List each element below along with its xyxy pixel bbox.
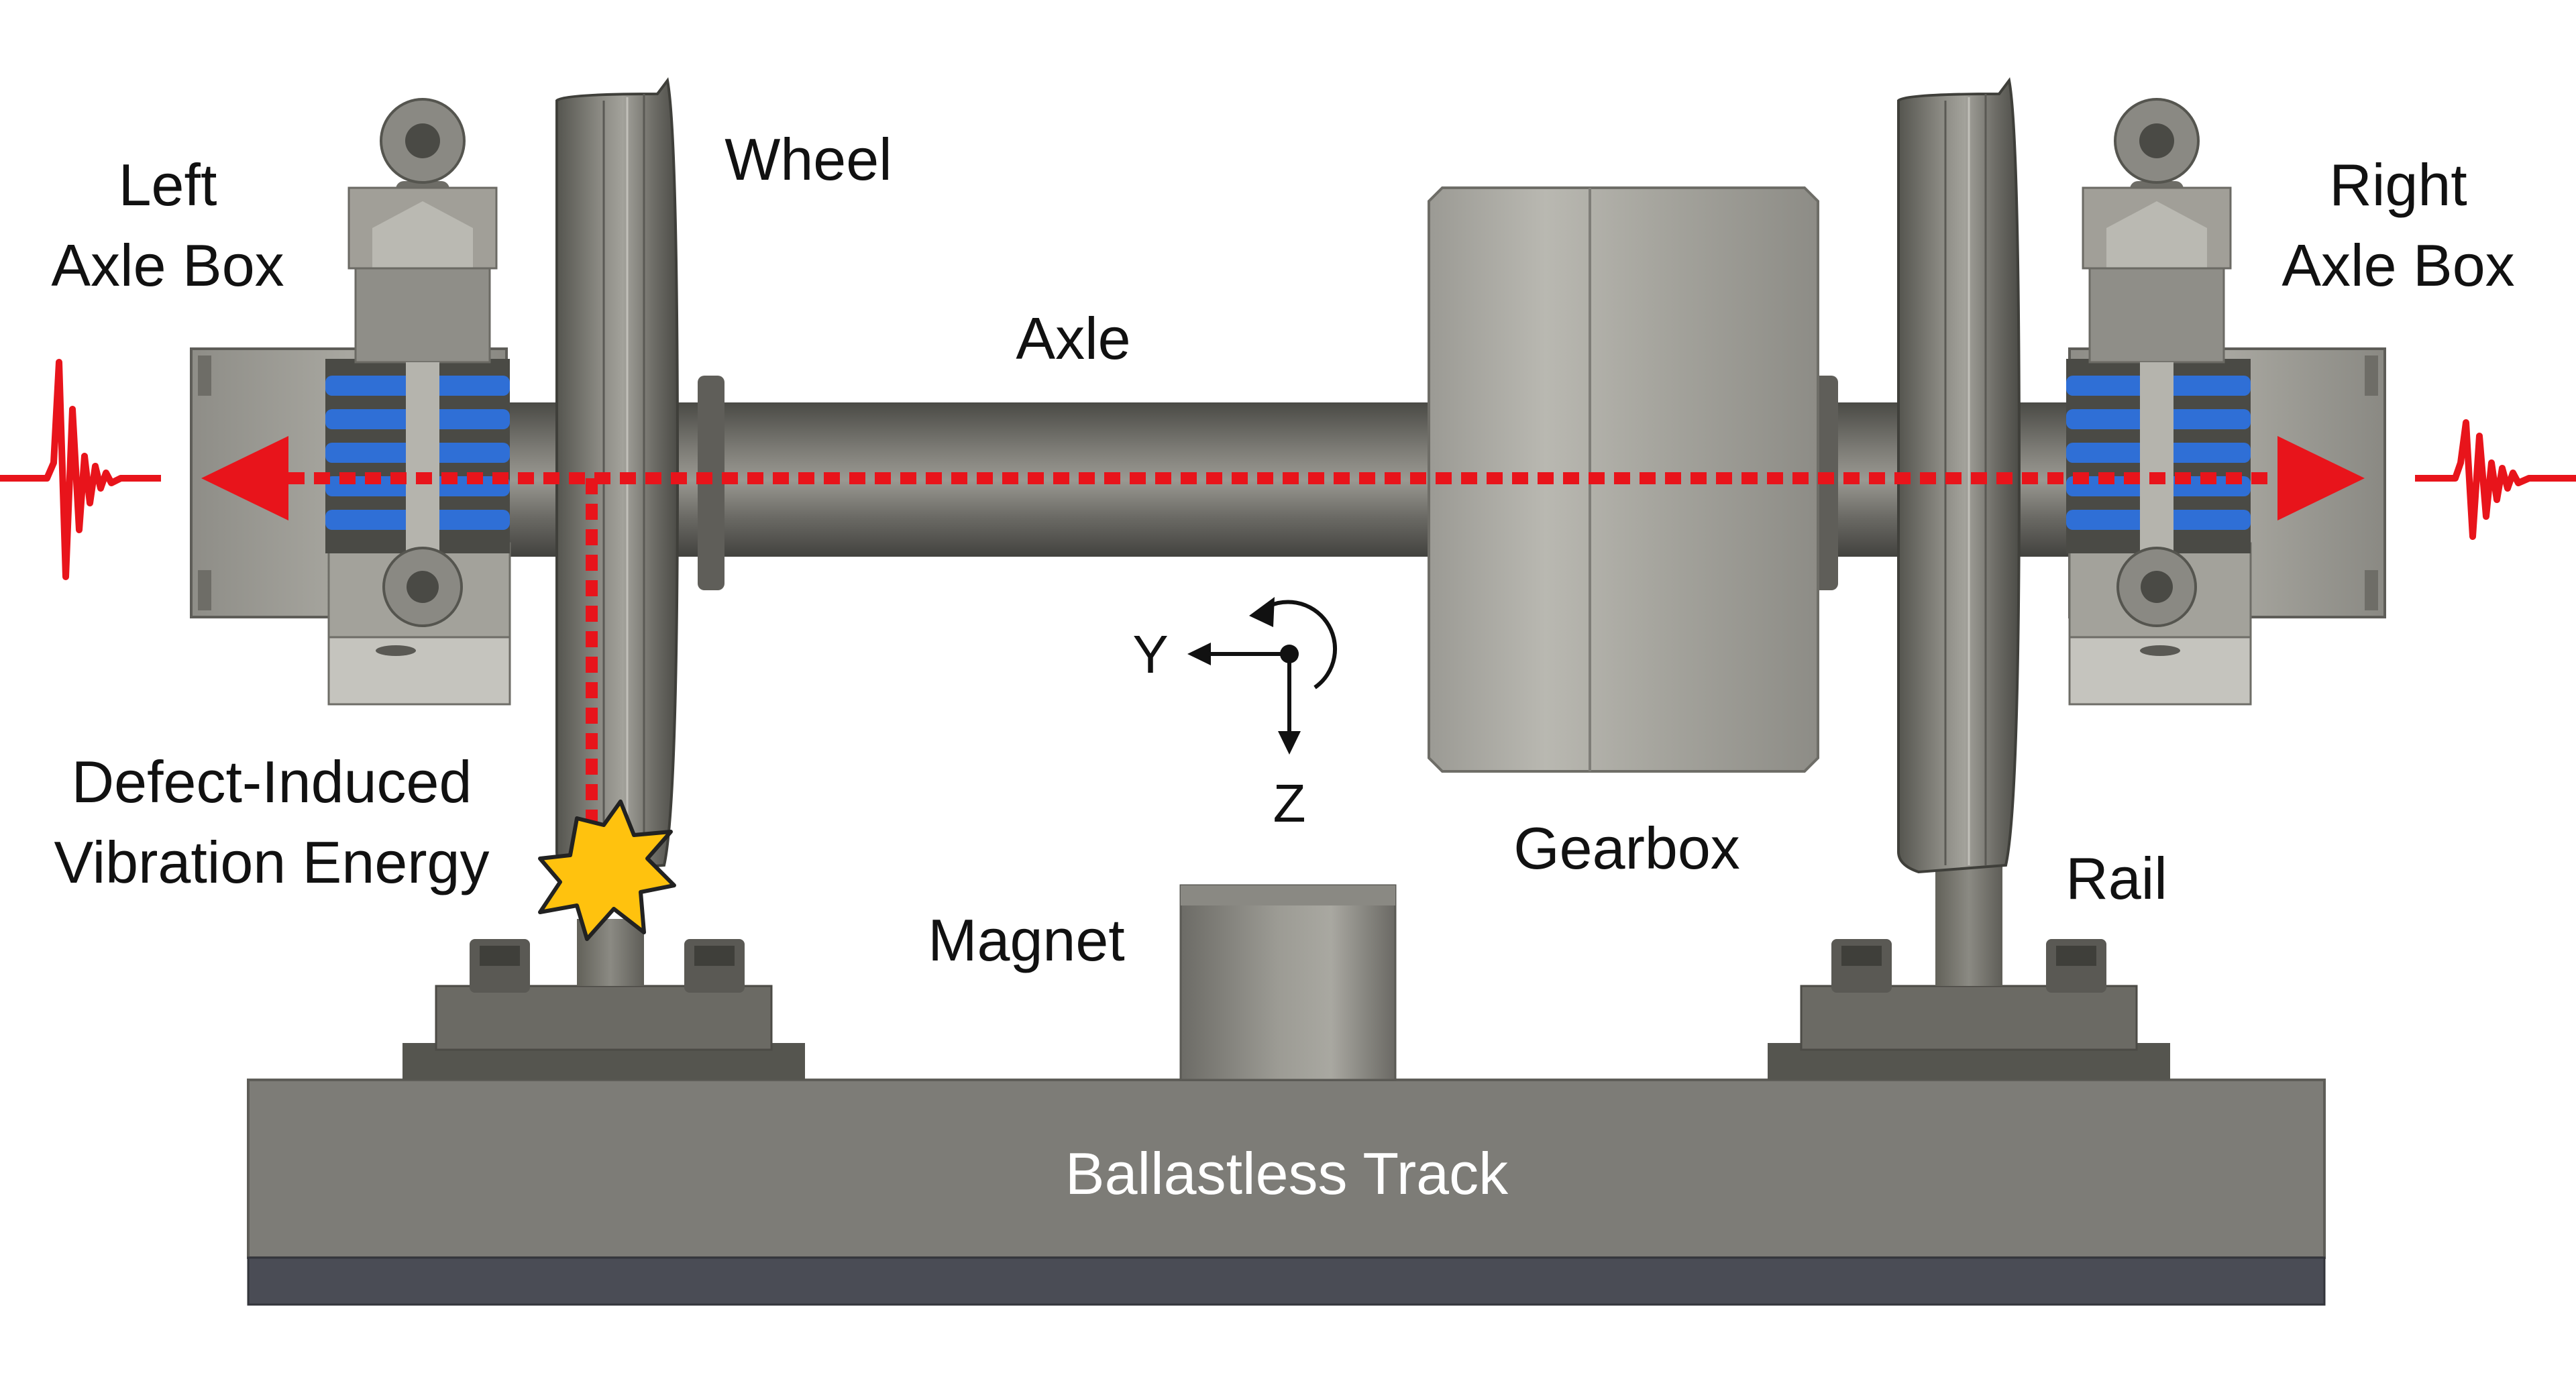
- label-gearbox: Gearbox: [1513, 815, 1740, 881]
- label-axle: Axle: [1016, 305, 1130, 372]
- z-axis-arrow-icon: [1278, 731, 1301, 755]
- z-axis-label: Z: [1273, 773, 1306, 833]
- impact-star-icon: [538, 800, 676, 941]
- label-defect-line2: Vibration Energy: [54, 829, 490, 895]
- coordinate-system: Y Z: [1132, 597, 1338, 833]
- left-axle-box: [190, 98, 511, 706]
- right-rail-fastener: [1768, 855, 2170, 1080]
- right-damper: [2082, 98, 2232, 627]
- energy-arrow-left-icon: [201, 436, 288, 520]
- label-left-axle-box-line1: Left: [119, 152, 217, 218]
- label-right-axle-box-line2: Axle Box: [2282, 232, 2514, 298]
- y-axis-label: Y: [1132, 624, 1168, 684]
- right-axle-box: [2066, 98, 2386, 706]
- rotation-arrow-icon: [1260, 600, 1338, 690]
- label-left-axle-box-line2: Axle Box: [51, 232, 284, 298]
- y-axis-arrow-icon: [1187, 643, 1211, 665]
- label-rail: Rail: [2065, 845, 2167, 912]
- label-magnet: Magnet: [928, 907, 1125, 973]
- left-rail-fastener: [402, 919, 805, 1080]
- energy-arrow-right-icon: [2277, 436, 2365, 520]
- label-track: Ballastless Track: [1065, 1140, 1509, 1207]
- vibration-waveform-left-icon: [0, 359, 161, 580]
- magnet: [1179, 884, 1397, 1081]
- label-right-axle-box-line1: Right: [2329, 152, 2467, 218]
- vibration-waveform-right-icon: [2415, 419, 2576, 540]
- label-wheel: Wheel: [724, 126, 892, 193]
- left-damper: [347, 98, 498, 627]
- ballastless-track: [247, 1079, 2326, 1306]
- energy-path: [201, 436, 2365, 825]
- label-defect-line1: Defect-Induced: [72, 749, 472, 815]
